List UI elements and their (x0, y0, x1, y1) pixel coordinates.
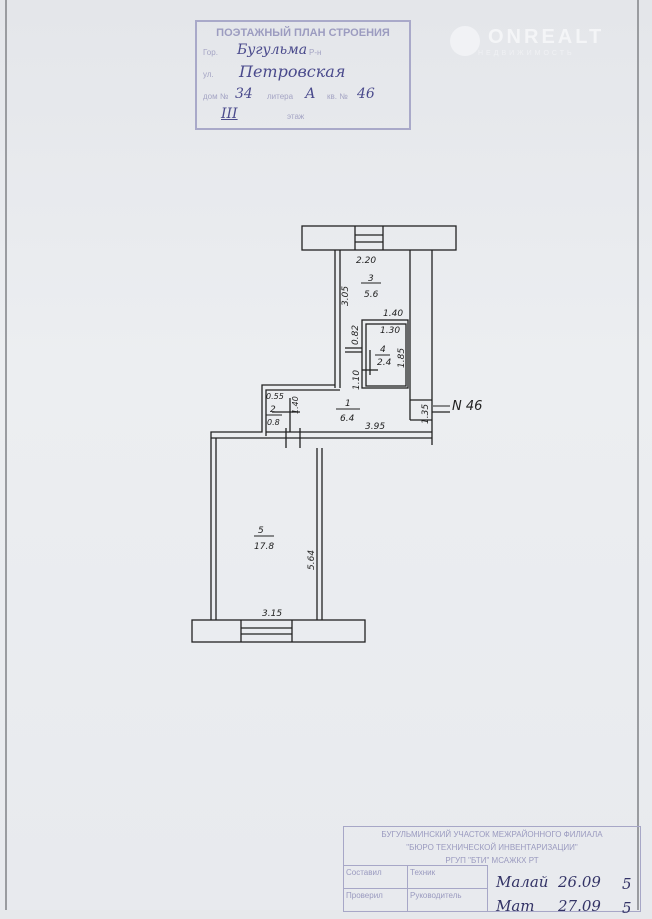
label-apt: кв. № (327, 92, 348, 101)
floor-value: III (221, 106, 238, 122)
room-1-number: 1 (345, 399, 351, 409)
room-2-number: 2 (270, 405, 276, 415)
watermark-house-icon (450, 26, 480, 56)
room-3-area: 5.6 (364, 290, 379, 300)
dim-1.30: 1.30 (380, 326, 400, 336)
dim-2.20: 2.20 (356, 256, 376, 266)
house-value: 34 (235, 86, 253, 102)
watermark-brand: ONREALT (488, 26, 605, 48)
dim-1.35: 1.35 (421, 404, 431, 424)
room-4-number: 4 (380, 345, 386, 355)
tb-position-2: Руководитель (408, 888, 488, 911)
tb-date-1: 26.09 (558, 873, 601, 891)
label-city: Гор. (203, 48, 218, 57)
right-border (637, 0, 639, 910)
tb-num-2: 5 (622, 899, 632, 917)
room-5-number: 5 (258, 526, 264, 536)
letter-value: А (305, 86, 316, 102)
room-2-area: 0.8 (267, 418, 280, 427)
tb-name-2: Мат (496, 897, 535, 915)
label-house: дом № (203, 92, 229, 101)
dim-5.64: 5.64 (307, 550, 317, 570)
dim-3.05: 3.05 (341, 286, 351, 306)
tb-role-1: Составил (344, 865, 408, 888)
city-value: Бугульма (237, 42, 308, 58)
plan-stamp: ПОЭТАЖНЫЙ ПЛАН СТРОЕНИЯ Гор. Бугульма Р-… (195, 20, 411, 130)
label-letter: литера (267, 92, 294, 101)
stamp-title: ПОЭТАЖНЫЙ ПЛАН СТРОЕНИЯ (216, 27, 390, 39)
dim-3.95: 3.95 (365, 422, 385, 432)
street-value: Петровская (239, 62, 346, 81)
label-street: ул. (203, 70, 214, 79)
dim-1.85: 1.85 (397, 348, 407, 368)
dim-1.40b: 1.40 (291, 396, 300, 414)
room-4-area: 2.4 (377, 358, 392, 368)
room-1-area: 6.4 (340, 414, 355, 424)
room-4-walls (361, 319, 409, 389)
tb-role-2: Проверил (344, 888, 408, 911)
tb-position-1: Техник (408, 865, 488, 888)
label-floor: этаж (287, 112, 305, 121)
label-district: Р-н (309, 48, 322, 57)
apartment-value: 46 (357, 86, 375, 102)
tb-org: БУГУЛЬМИНСКИЙ УЧАСТОК МЕЖРАЙОННОГО ФИЛИА… (381, 830, 603, 839)
dim-0.55: 0.55 (266, 392, 284, 401)
dim-1.10: 1.10 (352, 370, 362, 390)
title-block: БУГУЛЬМИНСКИЙ УЧАСТОК МЕЖРАЙОННОГО ФИЛИА… (343, 826, 641, 917)
dim-0.82: 0.82 (351, 325, 361, 345)
dim-3.15: 3.15 (262, 609, 282, 619)
tb-name-1: Малай (496, 873, 549, 891)
top-balcony (301, 225, 457, 251)
room-3-number: 3 (368, 274, 374, 284)
bottom-balcony (191, 619, 366, 643)
tb-date-2: 27.09 (558, 897, 601, 915)
tb-num-1: 5 (622, 875, 632, 893)
tb-bureau: "БЮРО ТЕХНИЧЕСКОЙ ИНВЕНТАРИЗАЦИИ" (406, 843, 578, 852)
left-border (5, 0, 7, 910)
watermark-sub: НЕДВИЖИМОСТЬ (478, 50, 575, 57)
tb-rgup: РГУП "БТИ" МСАЖКХ РТ (445, 856, 539, 865)
dim-1.40: 1.40 (383, 309, 403, 319)
room-5-area: 17.8 (254, 542, 274, 552)
apartment-marker: N 46 (452, 399, 482, 414)
